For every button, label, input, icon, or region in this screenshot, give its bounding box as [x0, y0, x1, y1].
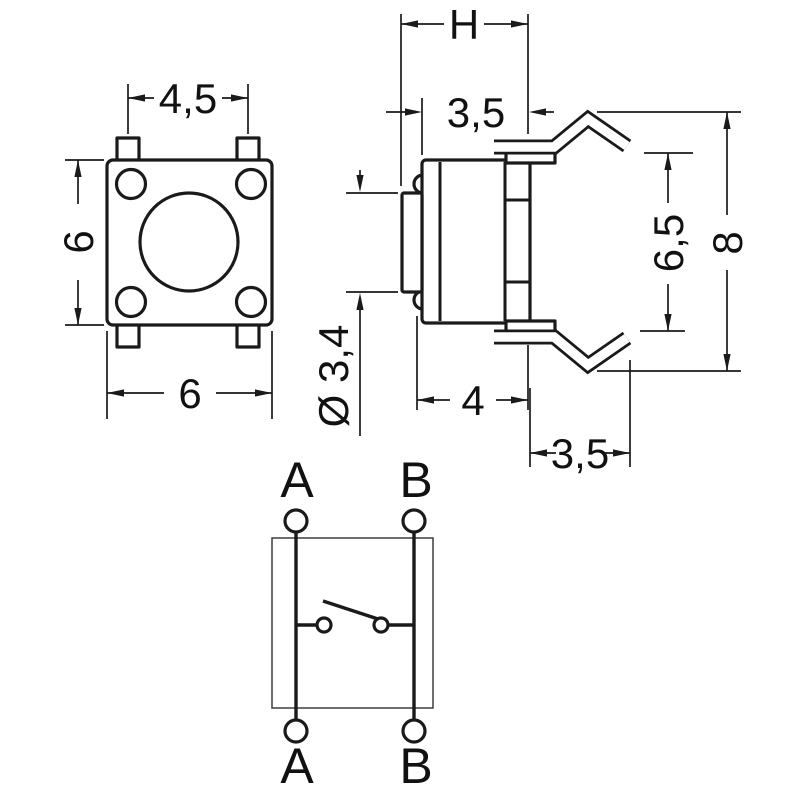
terminal-circle-bottom-b	[401, 718, 427, 744]
dim-label-base-span: 4	[461, 377, 484, 424]
dim-overall-height: H	[400, 1, 529, 186]
mounting-clip-bottom	[494, 319, 632, 375]
corner-pin-circle	[234, 167, 268, 201]
terminal-label-bottom-a: A	[280, 738, 314, 794]
dim-label-body-width: 6	[178, 370, 201, 417]
corner-pin-circle	[114, 285, 148, 319]
dim-plunger-diameter: Ø 3,4	[310, 170, 398, 436]
dim-side-body-height: 3,5	[386, 89, 554, 155]
side-view: H 3,5 Ø 3,4 4	[310, 1, 751, 477]
contact-point-right	[372, 616, 390, 634]
schematic: A B A B	[271, 452, 434, 794]
terminal-circle-top-b	[401, 508, 427, 534]
dim-clip-extension: 3,5	[529, 360, 631, 477]
dim-label-body-height: 6	[55, 230, 102, 253]
terminal-label-bottom-b: B	[399, 738, 432, 794]
schematic-outline-box	[271, 537, 434, 709]
dim-label-clip-outer-span: 8	[704, 231, 751, 254]
switch-body-side-view	[420, 158, 532, 325]
top-view: 4,5 6 6	[55, 75, 274, 419]
contact-point-left	[315, 616, 333, 634]
dim-clip-inner-span: 6,5	[640, 152, 693, 332]
terminal-circle-bottom-a	[283, 718, 309, 744]
dim-pin-pitch: 4,5	[127, 75, 249, 134]
dim-label-side-body-height: 3,5	[447, 89, 505, 136]
dim-label-clip-inner-span: 6,5	[645, 214, 692, 272]
dim-base-span: 4	[416, 316, 529, 424]
corner-pin-circle	[114, 167, 148, 201]
dim-label-plunger-diameter: Ø 3,4	[310, 325, 357, 428]
corner-pin-circle	[234, 285, 268, 319]
mounting-clip-top	[494, 109, 632, 165]
dim-label-overall-height: H	[449, 1, 479, 48]
dim-clip-outer-span: 8	[597, 111, 751, 372]
terminal-label-top-b: B	[399, 452, 432, 508]
terminal-circle-top-a	[283, 508, 309, 534]
terminal-label-top-a: A	[280, 452, 314, 508]
dim-label-pin-pitch: 4,5	[159, 75, 217, 122]
plunger-side-view	[400, 191, 424, 294]
dim-body-height: 6	[55, 159, 104, 326]
plunger-button-circle	[138, 191, 240, 293]
back-strip-dividers	[505, 198, 530, 284]
dim-label-clip-extension: 3,5	[551, 430, 609, 477]
dim-body-width: 6	[106, 331, 273, 419]
switch-lever	[322, 599, 379, 621]
